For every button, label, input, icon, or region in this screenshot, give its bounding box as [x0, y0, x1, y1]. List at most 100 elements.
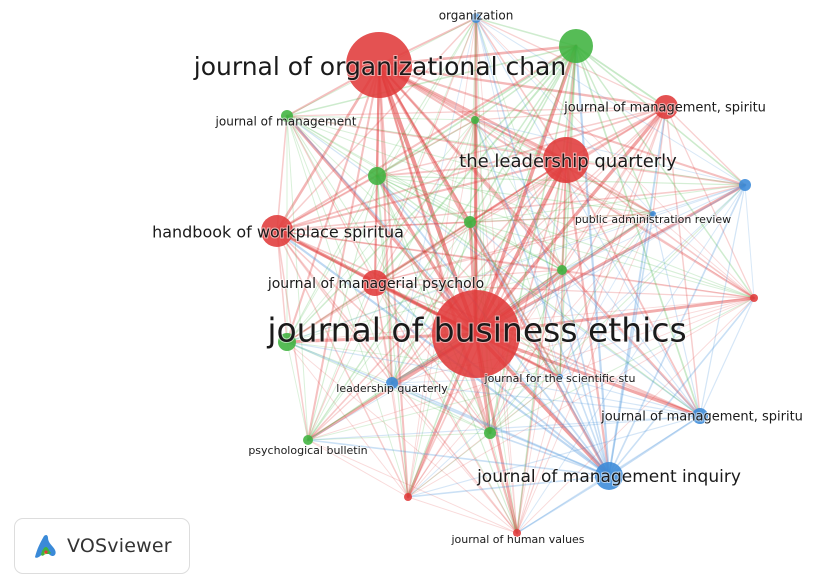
- label-journal-of-business-ethics[interactable]: journal of business ethics: [265, 310, 687, 351]
- label-organization[interactable]: organization: [438, 8, 515, 24]
- network-link: [489, 213, 654, 434]
- node-green-unlabeled-7[interactable]: [278, 333, 296, 351]
- network-link: [474, 17, 477, 121]
- network-link: [286, 341, 701, 417]
- label-journal-of-management-spiritu-blue[interactable]: journal of management, spiritu: [599, 409, 804, 426]
- network-link: [559, 376, 610, 477]
- network-link: [516, 106, 667, 534]
- label-journal-of-management-inquiry[interactable]: journal of management inquiry: [475, 466, 742, 488]
- node-red-unlabeled-2[interactable]: [750, 294, 758, 302]
- network-link: [407, 221, 471, 498]
- network-link: [407, 17, 477, 498]
- label-the-leadership-quarterly[interactable]: the leadership quarterly: [458, 150, 678, 173]
- node-the-leadership-quarterly[interactable]: [543, 137, 589, 183]
- label-journal-of-organizational-chan[interactable]: journal of organizational chan: [192, 51, 567, 82]
- network-link: [469, 221, 561, 378]
- node-blue-unlabeled-1[interactable]: [739, 179, 751, 191]
- network-link: [469, 221, 563, 271]
- label-handbook-of-workplace-spiritua[interactable]: handbook of workplace spiritua: [151, 222, 405, 243]
- node-green-unlabeled-6[interactable]: [484, 427, 496, 439]
- node-handbook-of-workplace-spiritua[interactable]: [261, 215, 293, 247]
- network-link: [608, 184, 746, 477]
- network-link: [474, 119, 563, 271]
- network-link: [376, 106, 667, 177]
- network-link: [286, 341, 610, 477]
- node-red-unlabeled-1[interactable]: [404, 493, 412, 501]
- network-link: [652, 184, 746, 215]
- network-link: [307, 45, 577, 441]
- network-link: [307, 159, 567, 441]
- network-link: [374, 282, 518, 534]
- node-green-unlabeled-3[interactable]: [464, 216, 476, 228]
- node-green-unlabeled-2[interactable]: [368, 167, 386, 185]
- label-journal-of-management-spiritu-red[interactable]: journal of management, spiritu: [562, 100, 767, 117]
- network-link: [608, 415, 701, 477]
- network-link: [489, 297, 755, 434]
- network-link: [391, 17, 477, 384]
- network-link: [286, 115, 376, 284]
- network-link: [474, 119, 755, 299]
- node-journal-of-managerial-psycholo[interactable]: [362, 270, 388, 296]
- network-link: [286, 115, 393, 384]
- network-link: [286, 184, 746, 343]
- network-link: [286, 115, 567, 161]
- node-journal-of-management-spiritu-red[interactable]: [654, 95, 678, 119]
- network-link: [474, 119, 491, 434]
- network-link: [407, 106, 667, 498]
- node-leadership-quarterly[interactable]: [386, 377, 398, 389]
- label-journal-for-the-scientific-stu[interactable]: journal for the scientific stu: [483, 371, 637, 386]
- network-link: [475, 17, 561, 378]
- network-link: [391, 376, 561, 384]
- network-link: [699, 297, 755, 417]
- node-journal-for-the-scientific-stu[interactable]: [557, 374, 563, 380]
- node-journal-of-management-inquiry[interactable]: [595, 462, 623, 490]
- label-journal-of-management[interactable]: journal of management: [214, 114, 358, 130]
- network-link: [307, 382, 393, 441]
- node-psychological-bulletin[interactable]: [303, 435, 313, 445]
- node-journal-of-business-ethics[interactable]: [432, 290, 520, 378]
- node-journal-of-organizational-chan[interactable]: [346, 32, 412, 98]
- network-link: [574, 44, 611, 478]
- node-journal-of-management[interactable]: [281, 110, 293, 122]
- network-link: [391, 382, 518, 534]
- label-leadership-quarterly[interactable]: leadership quarterly: [335, 381, 449, 396]
- network-link: [286, 213, 654, 343]
- network-link: [561, 269, 701, 417]
- network-link: [276, 115, 288, 232]
- node-organization[interactable]: [471, 13, 481, 23]
- network-link: [475, 17, 654, 215]
- node-green-unlabeled-4[interactable]: [557, 265, 567, 275]
- network-link: [307, 376, 561, 441]
- network-link: [377, 63, 394, 385]
- network-link: [286, 115, 654, 215]
- network-link: [744, 184, 755, 299]
- network-link: [376, 175, 561, 378]
- network-link: [391, 213, 654, 384]
- node-green-unlabeled-5[interactable]: [471, 116, 479, 124]
- label-public-administration-review[interactable]: public administration review: [574, 212, 732, 227]
- network-link: [374, 106, 667, 284]
- network-link: [376, 119, 476, 177]
- network-link: [474, 105, 668, 336]
- network-link: [652, 106, 667, 215]
- label-psychological-bulletin[interactable]: psychological bulletin: [247, 443, 368, 458]
- network-link: [391, 45, 577, 384]
- network-link: [475, 17, 701, 417]
- network-link: [608, 213, 654, 477]
- network-link: [374, 282, 610, 477]
- network-link: [561, 106, 667, 271]
- vosviewer-brand-box[interactable]: VOSviewer: [14, 518, 190, 574]
- network-link: [276, 230, 288, 343]
- label-journal-of-human-values[interactable]: journal of human values: [449, 532, 585, 547]
- node-public-administration-review[interactable]: [650, 211, 656, 217]
- network-link: [276, 106, 667, 232]
- network-link: [559, 213, 654, 378]
- network-link: [275, 44, 578, 233]
- node-green-unlabeled-top[interactable]: [559, 29, 593, 63]
- label-journal-of-managerial-psycholo[interactable]: journal of managerial psycholo: [266, 275, 485, 293]
- node-journal-of-human-values[interactable]: [513, 529, 521, 537]
- network-link: [285, 114, 478, 336]
- network-link: [286, 175, 378, 343]
- node-journal-of-management-spiritu-blue[interactable]: [692, 408, 708, 424]
